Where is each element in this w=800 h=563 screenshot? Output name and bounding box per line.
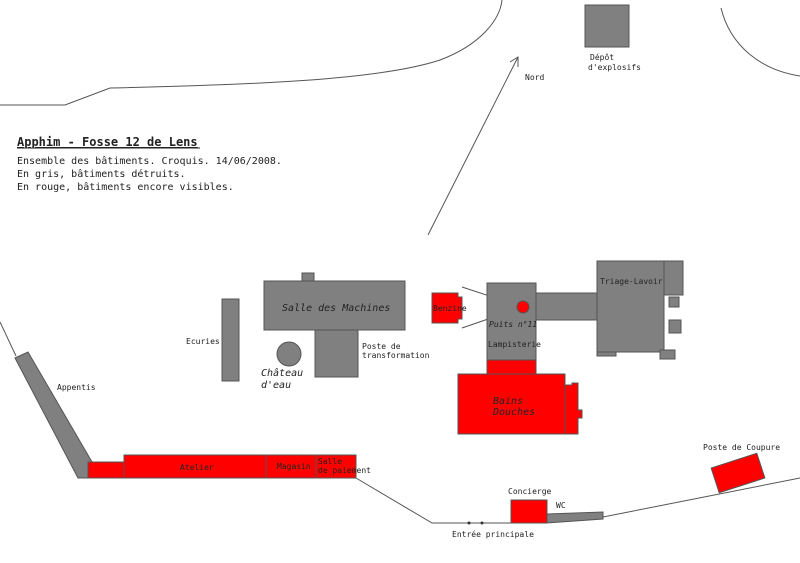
- poste-coupure: [710, 452, 766, 494]
- label-appentis: Appentis: [57, 383, 96, 392]
- convoyor: [535, 292, 599, 321]
- label-puits: Puits n°11: [489, 320, 537, 329]
- benzine: [431, 292, 463, 324]
- subtitle-line: Ensemble des bâtiments. Croquis. 14/06/2…: [17, 155, 282, 167]
- boundary-top-right: [720, 7, 800, 77]
- salle-machines-annex: [301, 272, 315, 282]
- label-depot: Dépôt: [590, 52, 614, 62]
- label-salle-paiement: de paiement: [318, 466, 371, 475]
- label-salle-machines: Salle des Machines: [282, 303, 390, 314]
- triage-lavoir: [596, 260, 665, 353]
- puits-shaft: [516, 300, 530, 314]
- label-depot: d'explosifs: [588, 63, 641, 72]
- appentis: [14, 351, 93, 479]
- salle-paiement: [315, 454, 357, 479]
- title: Apphim - Fosse 12 de Lens: [17, 135, 198, 149]
- triage-small-2: [668, 319, 682, 334]
- label-poste-transfo: transformation: [362, 351, 430, 360]
- ecuries: [221, 298, 240, 382]
- triage-small-3: [659, 349, 676, 360]
- label-ecuries: Ecuries: [186, 337, 220, 346]
- label-lampisterie: Lampisterie: [488, 340, 541, 349]
- label-bains: Bains: [493, 396, 523, 407]
- bains-link: [486, 359, 537, 375]
- subtitle-line: En rouge, bâtiments encore visibles.: [17, 181, 234, 193]
- label-atelier: Atelier: [180, 463, 214, 472]
- label-chateau: Château: [261, 367, 303, 379]
- red-annex: [87, 461, 125, 479]
- depot-explosifs: [584, 4, 630, 48]
- triage-small-1: [668, 296, 680, 308]
- label-magasin: Magasin: [277, 462, 311, 471]
- label-wc: WC: [556, 501, 566, 510]
- wc: [546, 511, 604, 524]
- label-entree: Entrée principale: [452, 529, 534, 539]
- puits-building: [486, 282, 537, 361]
- label-nord: Nord: [525, 73, 544, 82]
- label-triage: Triage-Lavoir: [600, 277, 663, 286]
- label-poste-coupure: Poste de Coupure: [703, 443, 780, 452]
- gate-post-right: [480, 521, 484, 525]
- triage-small-4: [596, 351, 617, 357]
- gate-post-left: [467, 521, 471, 525]
- label-poste-transfo: Poste de: [362, 342, 401, 351]
- subtitle-line: En gris, bâtiments détruits.: [17, 168, 186, 180]
- label-chateau: d'eau: [261, 380, 291, 391]
- boundary-left: [0, 321, 17, 357]
- label-bains: Douches: [492, 407, 535, 418]
- chateau-eau: [276, 341, 302, 367]
- poste-transformation: [314, 329, 359, 378]
- north-arrow: [427, 56, 519, 236]
- bains-douches: [457, 373, 566, 435]
- bains-extension: [564, 382, 583, 435]
- boundary-bottom: [355, 477, 511, 524]
- label-salle-paiement: Salle: [318, 457, 342, 466]
- boundary-top-left: [0, 0, 503, 106]
- boundary-bottom-right: [602, 477, 800, 518]
- triage-annex: [663, 260, 684, 296]
- concierge: [510, 499, 548, 524]
- label-benzine: Benzine: [433, 304, 467, 313]
- label-concierge: Concierge: [508, 487, 552, 496]
